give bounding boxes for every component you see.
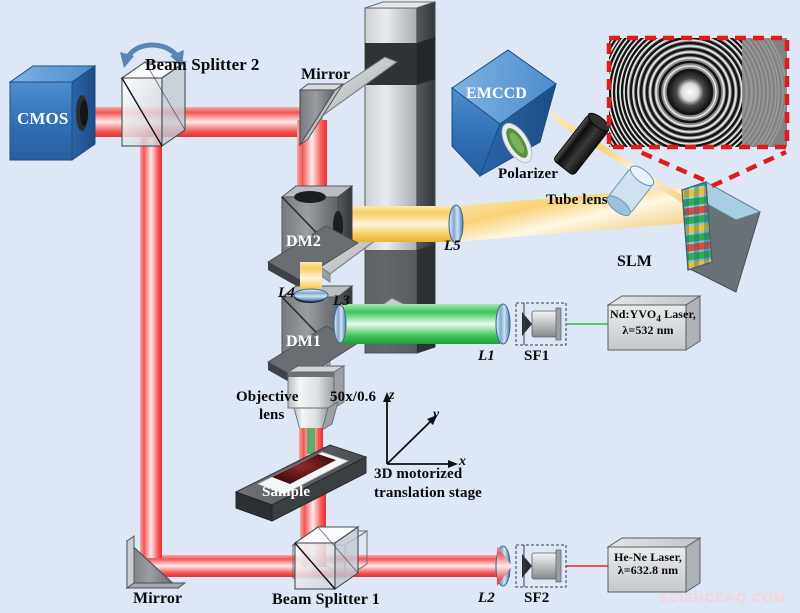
spatial-filter-2 — [515, 544, 567, 588]
objective-lens-label-line1: Objective — [236, 389, 299, 405]
spatial-filter-1 — [515, 302, 567, 346]
emccd-camera — [451, 49, 557, 178]
nd-yvo4-laser-label: Nd:YVO4 Laser, λ=532 nm — [610, 307, 696, 338]
dichroic-mirror-2 — [267, 184, 359, 288]
mirror-top — [298, 83, 345, 147]
cmos-label: CMOS — [17, 109, 69, 128]
objective-lens-label-line2: lens — [259, 407, 285, 423]
lens-l2-label: L2 — [478, 590, 495, 606]
coordinate-axes — [383, 392, 458, 468]
lens-l5 — [448, 204, 464, 244]
translation-stage — [234, 444, 368, 522]
cmos-camera — [8, 65, 97, 161]
green-beam-path — [340, 304, 512, 344]
rotation-arrow-icon — [120, 42, 184, 68]
dm1-label: DM1 — [286, 333, 321, 350]
beam-splitter-1 — [293, 525, 360, 591]
beam-splitter-2 — [120, 60, 187, 148]
nd-yvo4-wavelength: λ=532 nm — [622, 323, 674, 338]
translation-stage-label-line2: translation stage — [374, 485, 482, 501]
nd-yvo4-subscript: 4 — [656, 313, 661, 324]
axis-z-label: z — [389, 388, 395, 403]
yellow-beam-l4 — [300, 262, 322, 294]
mirror-bottom — [125, 535, 187, 589]
watermark: SCIENCEAQ.COM — [659, 590, 786, 605]
objective-spec-label: 50x/0.6 — [330, 389, 377, 405]
inset-leader-lines — [639, 149, 787, 189]
slm-hologram-inset — [606, 35, 790, 150]
polarizer-label: Polarizer — [498, 166, 559, 182]
lens-l3 — [333, 304, 347, 344]
optical-rail-post — [364, 1, 436, 354]
lens-l4-label: L4 — [278, 285, 295, 301]
beam-splitter-2-label: Beam Splitter 2 — [145, 55, 260, 74]
dm2-label: DM2 — [286, 233, 321, 250]
lens-l4 — [293, 288, 329, 302]
slm-label: SLM — [617, 253, 652, 270]
he-ne-wavelength: λ=632.8 nm — [617, 562, 679, 577]
sf2-label: SF2 — [524, 590, 550, 606]
nd-yvo4-name-tail: Laser, — [660, 307, 696, 321]
emccd-label: EMCCD — [466, 85, 527, 102]
he-ne-name: He-Ne Laser, — [613, 550, 683, 564]
tube-lens-label: Tube lens — [546, 192, 608, 208]
slm-device — [680, 181, 762, 293]
red-beam-converging — [497, 546, 512, 586]
lens-l3-label: L3 — [333, 293, 350, 309]
objective-lens — [286, 365, 346, 431]
he-ne-laser-label: He-Ne Laser, λ=632.8 nm — [610, 551, 686, 577]
sample-label: Sample — [262, 484, 311, 500]
sf1-label: SF1 — [524, 348, 550, 364]
translation-stage-label-line1: 3D motorized — [374, 466, 463, 482]
axis-y-label: y — [433, 407, 440, 422]
lens-l5-label: L5 — [444, 238, 461, 254]
mirror-bottom-label: Mirror — [133, 590, 183, 607]
tube-lens — [606, 165, 655, 217]
beam-splitter-1-label: Beam Splitter 1 — [272, 591, 380, 608]
polarizer — [554, 112, 610, 175]
nd-yvo4-laser-box — [606, 295, 702, 351]
lens-l1-label: L1 — [478, 348, 495, 364]
lens-l1 — [495, 303, 511, 345]
nd-yvo4-name: Nd:YVO — [610, 307, 657, 321]
he-ne-laser-box — [606, 537, 702, 593]
mirror-top-label: Mirror — [301, 66, 351, 83]
axis-x-label: x — [459, 454, 467, 469]
